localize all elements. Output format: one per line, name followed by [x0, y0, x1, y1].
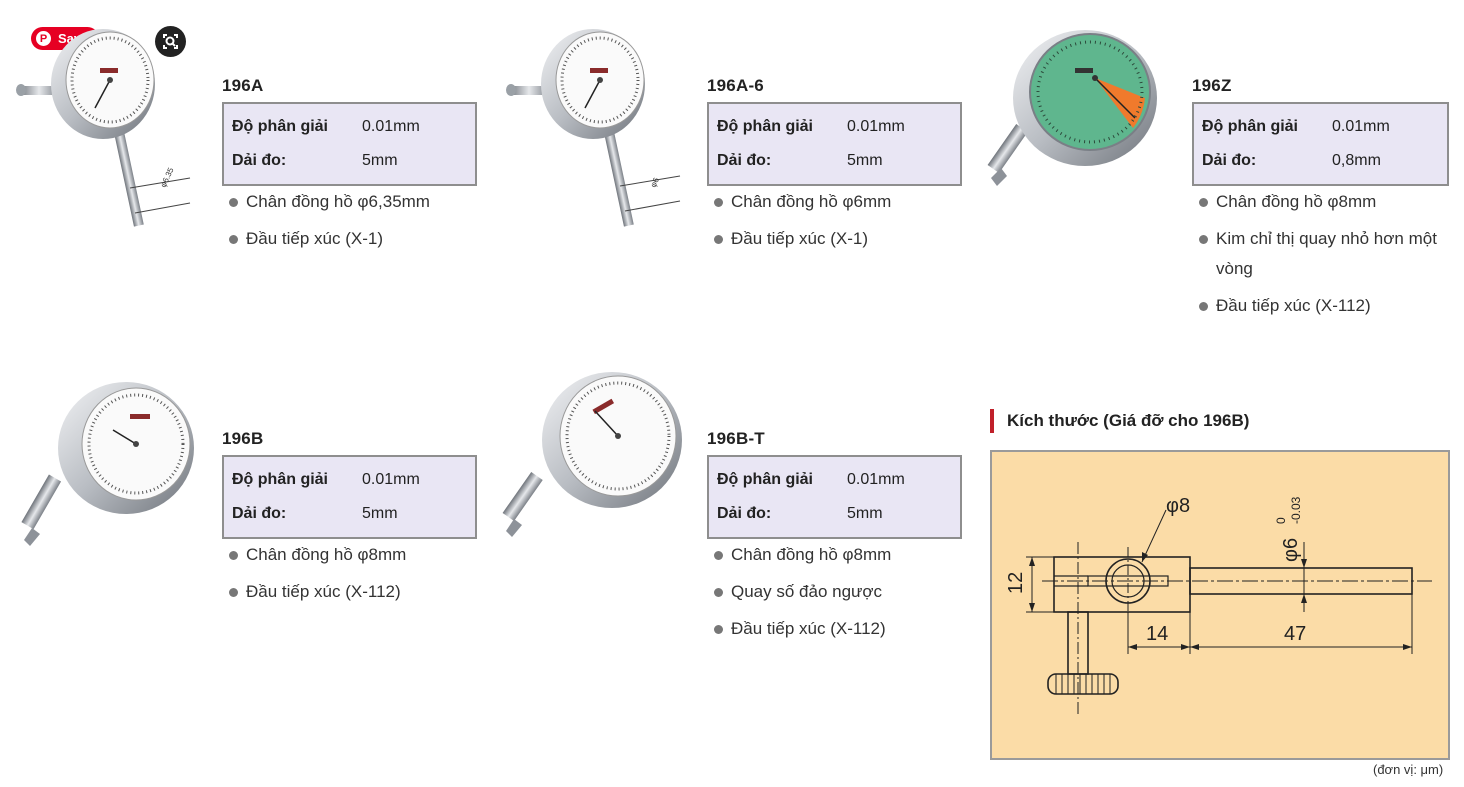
feature-list: Chân đồng hồ φ8mm Đầu tiếp xúc (X-112) — [228, 540, 406, 614]
feature-item: Đầu tiếp xúc (X-112) — [713, 614, 891, 644]
spec-key: Dải đo: — [232, 505, 287, 522]
tolerance-lower: -0.03 — [1289, 496, 1303, 524]
feature-item: Chân đồng hồ φ8mm — [228, 540, 406, 570]
spec-value: 0,8mm — [1332, 152, 1381, 169]
spec-key: Độ phân giải — [717, 471, 813, 488]
model-title: 196A — [222, 76, 264, 95]
dim-shaft-diameter: φ6 — [1280, 538, 1302, 562]
spec-value: 5mm — [847, 505, 883, 522]
feature-list: Chân đồng hồ φ8mm Kim chỉ thị quay nhỏ h… — [1198, 187, 1438, 328]
spec-table: Độ phân giải 0.01mm Dải đo: 5mm — [222, 455, 477, 539]
spec-value: 0.01mm — [362, 118, 420, 135]
tolerance-upper: 0 — [1274, 517, 1288, 524]
feature-list: Chân đồng hồ φ8mm Quay số đảo ngược Đầu … — [713, 540, 891, 651]
model-title: 196Z — [1192, 76, 1232, 95]
spec-value: 0.01mm — [362, 471, 420, 488]
spec-table: Độ phân giải 0.01mm Dải đo: 5mm — [707, 102, 962, 186]
dial-gauge-196B-image — [21, 382, 194, 546]
visual-search-icon — [163, 34, 178, 49]
spec-key: Dải đo: — [717, 152, 772, 169]
feature-list: Chân đồng hồ φ6,35mm Đầu tiếp xúc (X-1) — [228, 187, 430, 261]
dial-gauge-196Z-image — [987, 30, 1157, 186]
spec-value: 5mm — [847, 152, 883, 169]
spec-table: Độ phân giải 0.01mm Dải đo: 5mm — [222, 102, 477, 186]
dim-bore-diameter: φ8 — [1166, 495, 1190, 517]
spec-value: 0.01mm — [1332, 118, 1390, 135]
model-title: 196A-6 — [707, 76, 764, 95]
feature-item: Chân đồng hồ φ8mm — [713, 540, 891, 570]
model-title: 196B-T — [707, 429, 765, 448]
holder-dimension-drawing: 12 14 47 φ8 φ6 0 -0.03 — [990, 450, 1450, 760]
spec-key: Độ phân giải — [1202, 118, 1298, 135]
feature-item: Đầu tiếp xúc (X-112) — [1198, 291, 1438, 321]
feature-item: Đầu tiếp xúc (X-112) — [228, 577, 406, 607]
feature-list: Chân đồng hồ φ6mm Đầu tiếp xúc (X-1) — [713, 187, 891, 261]
stem-diameter-label: φ6 — [649, 176, 661, 189]
pinterest-icon: P — [36, 31, 51, 46]
dimensions-heading: Kích thước (Giá đỡ cho 196B) — [990, 409, 1249, 433]
spec-table: Độ phân giải 0.01mm Dải đo: 0,8mm — [1192, 102, 1449, 186]
unit-note: (đơn vị: μm) — [1373, 762, 1444, 777]
feature-item: Đầu tiếp xúc (X-1) — [713, 224, 891, 254]
dim-height: 12 — [1005, 572, 1027, 594]
feature-item: Chân đồng hồ φ6,35mm — [228, 187, 430, 217]
feature-item: Kim chỉ thị quay nhỏ hơn một vòng — [1198, 224, 1438, 284]
feature-item: Quay số đảo ngược — [713, 577, 891, 607]
dim-block-length: 14 — [1146, 623, 1168, 645]
spec-key: Độ phân giải — [232, 471, 328, 488]
spec-value: 0.01mm — [847, 471, 905, 488]
spec-key: Dải đo: — [232, 152, 287, 169]
feature-item: Chân đồng hồ φ8mm — [1198, 187, 1438, 217]
feature-item: Đầu tiếp xúc (X-1) — [228, 224, 430, 254]
spec-value: 0.01mm — [847, 118, 905, 135]
stem-diameter-label: φ6.35 — [159, 166, 176, 189]
technical-drawing: 12 14 47 φ8 φ6 0 -0.03 — [1005, 495, 1432, 714]
spec-key: Độ phân giải — [232, 118, 328, 135]
dial-gauge-196B-T-image — [502, 372, 682, 537]
model-title: 196B — [222, 429, 264, 448]
spec-value: 5mm — [362, 152, 398, 169]
spec-value: 5mm — [362, 505, 398, 522]
feature-item: Chân đồng hồ φ6mm — [713, 187, 891, 217]
spec-key: Dải đo: — [717, 505, 772, 522]
spec-key: Độ phân giải — [717, 118, 813, 135]
spec-key: Dải đo: — [1202, 152, 1257, 169]
dim-shaft-length: 47 — [1284, 623, 1306, 645]
spec-table: Độ phân giải 0.01mm Dải đo: 5mm — [707, 455, 962, 539]
dial-gauge-196A-image: φ6.35 — [16, 29, 191, 227]
visual-search-button[interactable] — [155, 26, 186, 57]
dial-gauge-196A-6-image: φ6 — [506, 29, 681, 227]
